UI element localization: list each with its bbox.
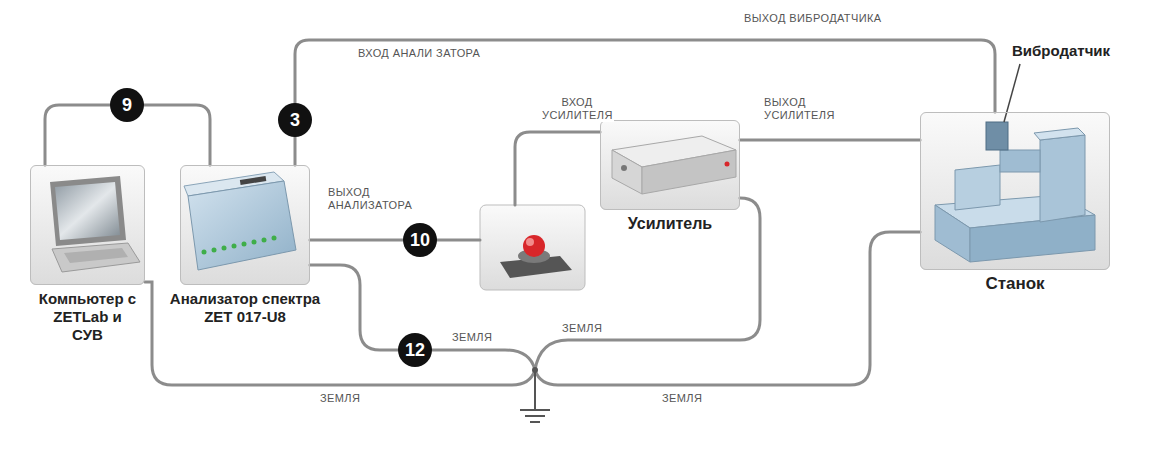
amplifier-illustration xyxy=(612,136,736,194)
signal-name: ЗЕМЛЯ xyxy=(560,322,604,335)
wires xyxy=(145,132,920,385)
laptop-illustration xyxy=(52,243,140,272)
node-label: Анализатор спектра ZET 017-U8 xyxy=(169,290,321,326)
machine-illustration xyxy=(970,215,1095,262)
amplifier-illustration xyxy=(612,150,642,194)
callout-number: 3 xyxy=(278,103,312,137)
laptop-illustration xyxy=(64,248,128,263)
signal-name: ЗЕМЛЯ xyxy=(450,331,494,344)
wires xyxy=(145,282,535,385)
wires xyxy=(310,239,480,242)
panel-backgrounds xyxy=(600,120,740,210)
ground-symbol xyxy=(520,409,550,411)
led-row xyxy=(222,246,227,251)
led-row xyxy=(252,240,257,245)
panel-backgrounds xyxy=(30,112,1110,290)
machine-illustration xyxy=(935,122,1095,262)
led-row xyxy=(202,236,277,255)
laptop-illustration xyxy=(50,176,126,246)
led-row xyxy=(232,244,237,249)
analyzer-illustration xyxy=(240,176,266,185)
analyzer-illustration xyxy=(188,181,296,270)
button-illustration xyxy=(523,235,545,257)
amplifier-illustration xyxy=(725,162,730,167)
cable-connector xyxy=(295,40,995,165)
led-row xyxy=(212,248,217,253)
panel-backgrounds xyxy=(30,165,145,285)
signal-name: ЗЕМЛЯ xyxy=(660,392,704,405)
analyzer-box: Анализатор спектра ZET 017-U8 xyxy=(180,165,310,285)
amplifier-illustration xyxy=(642,150,736,194)
analyzer-illustration xyxy=(184,172,296,270)
wires xyxy=(535,198,760,370)
wires xyxy=(515,132,600,205)
panel-backgrounds xyxy=(480,205,585,290)
machine-illustration xyxy=(935,205,970,262)
cable-connector xyxy=(740,139,920,142)
led-row xyxy=(242,242,247,247)
laptop-illustration xyxy=(50,176,140,272)
panel-backgrounds xyxy=(920,112,1110,270)
laptop-illustration xyxy=(55,182,120,240)
amplifier-illustration xyxy=(621,165,627,171)
callout-number: 9 xyxy=(110,88,144,122)
ground-junction xyxy=(532,367,538,373)
machine-illustration xyxy=(1034,128,1085,140)
signal-name: ВХОД АНАЛИ ЗАТОРА xyxy=(356,47,482,60)
node-label: Станок xyxy=(909,275,1121,293)
ground-symbol xyxy=(530,421,540,423)
wires xyxy=(535,232,920,385)
led-row xyxy=(202,250,207,255)
wires xyxy=(310,265,535,370)
node-label: Усилитель xyxy=(589,215,751,233)
button-illustration xyxy=(526,238,534,246)
machine-box: Станок xyxy=(920,112,1110,270)
leader-line xyxy=(1004,64,1020,122)
vibration-sensor xyxy=(986,122,1008,150)
signal-name: ВЫХОД ВИБРОДАТЧИКА xyxy=(742,12,884,25)
ground-symbol xyxy=(520,370,550,422)
signal-name: ЗЕМЛЯ xyxy=(318,392,362,405)
button-illustration xyxy=(500,235,572,278)
signal-name: ВХОД УСИЛИТЕЛЯ xyxy=(540,96,614,122)
machine-illustration xyxy=(955,165,1000,210)
node-label: Компьютер с ZETLab и СУВ xyxy=(36,290,139,344)
callout-number: 10 xyxy=(403,223,437,257)
led-row xyxy=(262,238,267,243)
ground-symbol xyxy=(534,370,536,410)
machine-illustration xyxy=(1040,135,1085,222)
signal-name: ВЫХОД АНАЛИЗАТОРА xyxy=(326,186,430,212)
panel-backgrounds xyxy=(180,165,310,285)
computer-box: Компьютер с ZETLab и СУВ xyxy=(30,165,145,285)
callout-number: 12 xyxy=(398,333,432,367)
amplifier-box: Усилитель xyxy=(600,120,740,210)
machine-illustration xyxy=(1000,150,1040,172)
ground-symbol xyxy=(525,415,545,417)
signal-name: ВЫХОД УСИЛИТЕЛЯ xyxy=(762,96,846,122)
led-row xyxy=(272,236,277,241)
part-name: Вибродатчик xyxy=(1010,42,1112,60)
